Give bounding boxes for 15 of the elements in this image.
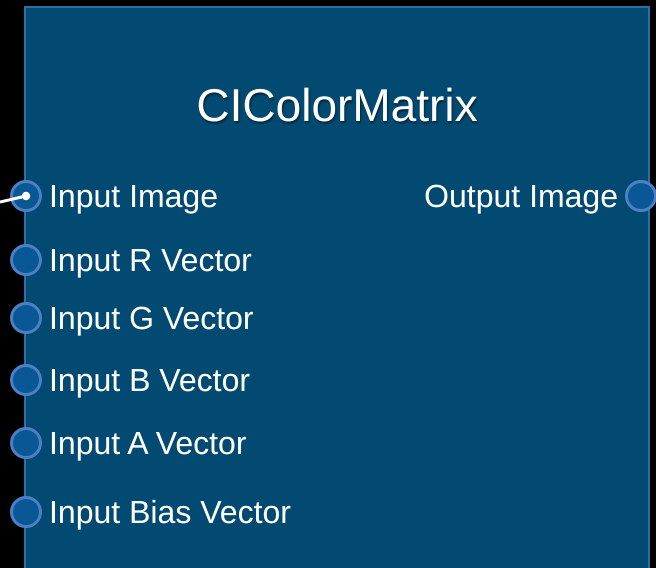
- port-label: Input Image: [49, 180, 218, 212]
- port-label: Input R Vector: [49, 244, 252, 276]
- input-port: [9, 180, 218, 212]
- patch-title: CIColorMatrix: [195, 78, 479, 132]
- port-label: Input Bias Vector: [49, 496, 291, 528]
- input-port: [9, 244, 252, 276]
- port-label: Output Image: [424, 180, 618, 212]
- input-port: [9, 364, 250, 396]
- port-label: Input A Vector: [49, 427, 246, 459]
- connection-wire: [0, 192, 30, 204]
- port-label: Input B Vector: [49, 364, 250, 396]
- port-label: Input G Vector: [49, 302, 254, 334]
- input-port: [9, 302, 254, 334]
- output-port: [424, 180, 656, 212]
- input-port: [9, 427, 246, 459]
